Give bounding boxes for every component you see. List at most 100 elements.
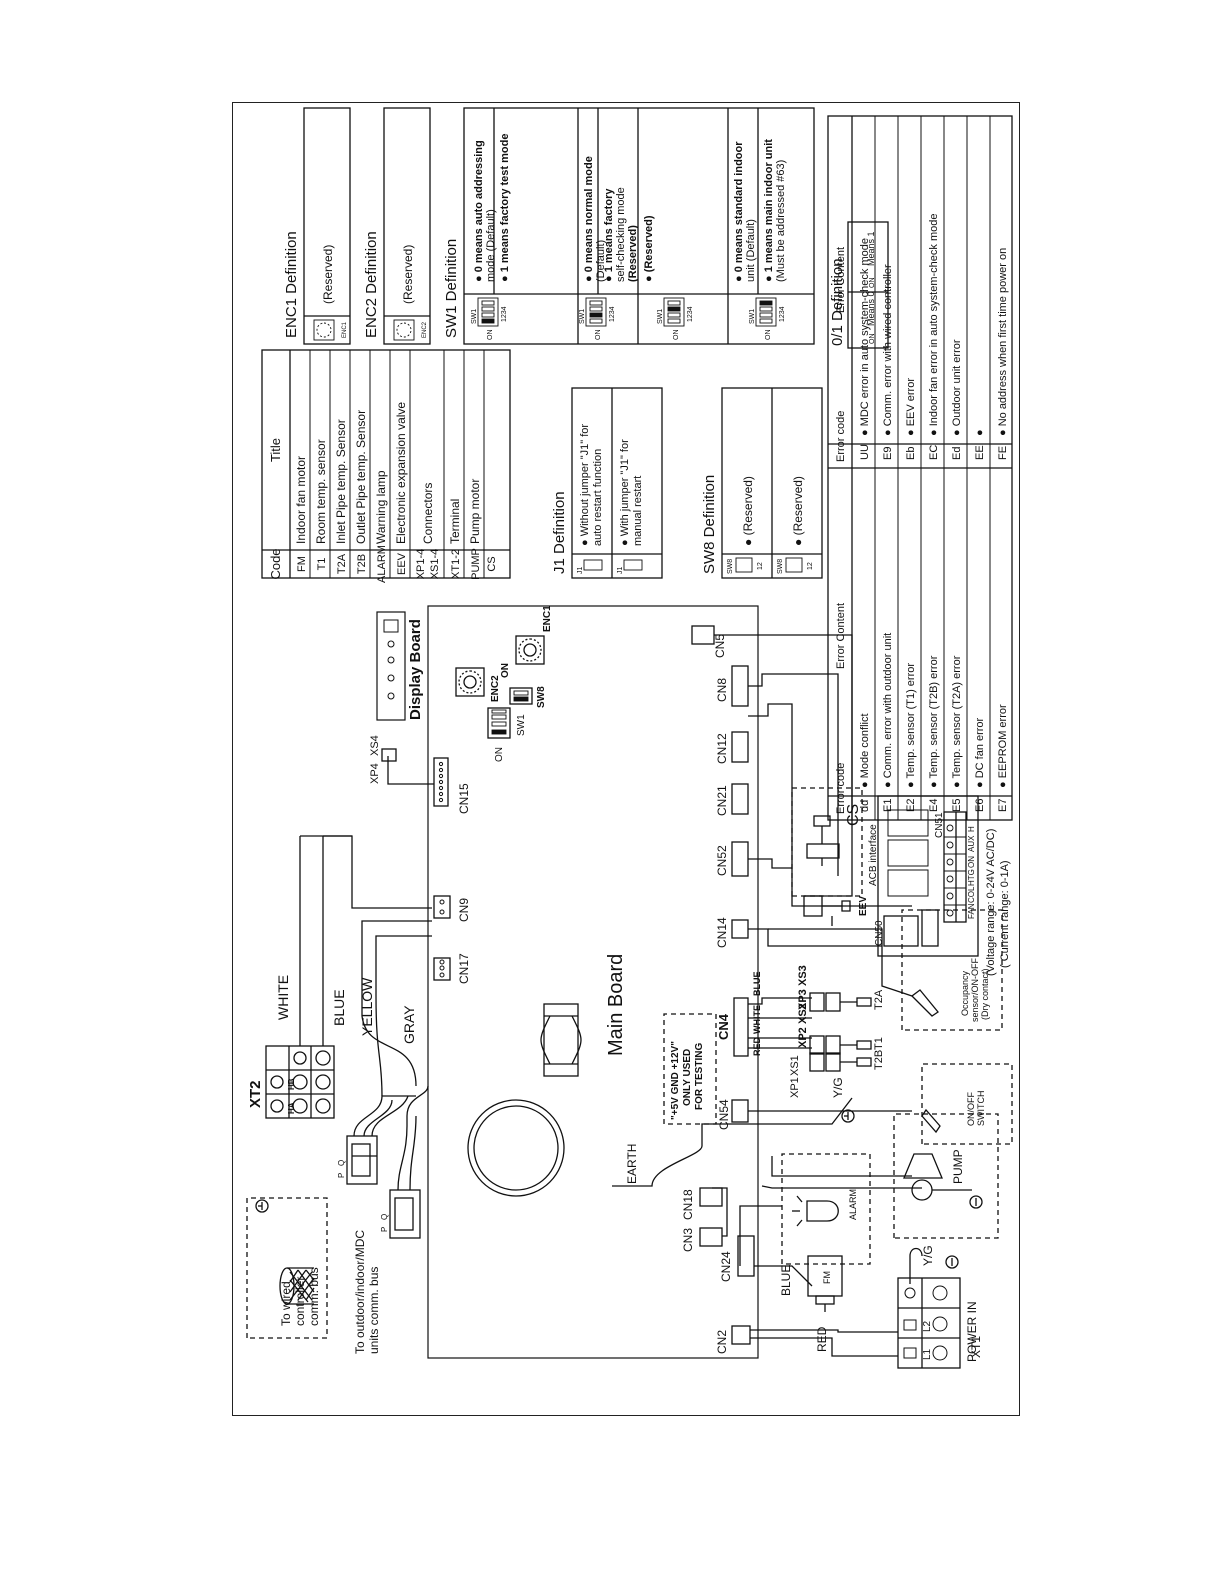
wire-red-label: RED: [752, 1036, 762, 1056]
on-board-label-1: ON: [500, 663, 511, 678]
cn5-label: CN5: [713, 634, 727, 658]
title-cell: Warning lamp: [374, 470, 388, 544]
sw8-switch-label: SW8: [777, 559, 784, 574]
onoff-line1: ON/OFF: [966, 1092, 976, 1126]
cn3-label: CN3: [681, 1228, 695, 1252]
code-cell: XT1-2: [450, 549, 462, 579]
error-content-cell: ●: [974, 429, 986, 436]
j1-row-text: ● Without jumper "J1" for: [579, 424, 591, 546]
cn18-label: CN18: [681, 1189, 695, 1220]
j1-jumper-icon: [583, 559, 603, 571]
code-cell: T2B: [356, 554, 368, 574]
eev-icon: [803, 895, 851, 926]
cs-box: [791, 787, 863, 897]
wired-controller-box: [246, 1197, 328, 1339]
blue-label: BLUE: [331, 989, 347, 1026]
voltage-note: (Voltage range: 0-24V AC/DC): [985, 829, 997, 976]
error-content-cell: ● Temp. sensor (T2B) error: [928, 655, 940, 788]
enc-icons: [313, 319, 415, 341]
error-content-header: Error Content: [835, 603, 847, 669]
main-board-label: Main Board: [605, 954, 627, 1056]
xt1-label: XT1: [969, 1336, 983, 1358]
error-content-cell: ● Temp. sensor (T2A) error: [951, 655, 963, 788]
main-board-outline: [427, 605, 759, 1359]
cn3-connector: [699, 1227, 723, 1247]
cs-label: CS: [845, 804, 862, 826]
cn51-col: COL: [967, 886, 976, 903]
code-cell: XS1-4: [429, 549, 441, 580]
ha-label: HA: [287, 1102, 296, 1114]
j1-row-text: ● With jumper "J1" for: [619, 439, 631, 546]
cs-valve-icon: [806, 815, 840, 866]
sw1-row-text: (Reserved): [627, 225, 639, 282]
error-code-cell: E4: [928, 799, 940, 812]
error-code-cell: dd: [859, 800, 871, 812]
sw1-on-label: ON: [595, 330, 602, 341]
sw1-switch-label: SW1: [749, 309, 756, 324]
sw1-switch-label: SW1: [657, 309, 664, 324]
xt2-terminal: [265, 1045, 335, 1119]
sw1-dip-icon: [663, 297, 685, 327]
outdoor-line2: units comm. bus: [367, 1267, 381, 1354]
title-header: Title: [268, 438, 283, 462]
testing-line1: "+5V GND +12V": [670, 1041, 681, 1120]
cn8-connector: [731, 665, 749, 707]
error-code-cell: E9: [882, 447, 894, 460]
sw1-row-text: ● (Reserved): [643, 215, 655, 282]
wired-line1: To wired: [279, 1281, 293, 1326]
sw1-row-text: mode (Default): [485, 209, 497, 282]
enc1-title: ENC1 Definition: [283, 231, 300, 338]
sw1-row-text: ● 0 means normal mode: [583, 156, 595, 282]
testing-line3: FOR TESTING: [694, 1043, 705, 1110]
error-code-cell: E5: [951, 799, 963, 812]
cn51-label: CN51: [934, 812, 945, 838]
cn9-connector: [433, 895, 451, 919]
cn54-label: CN54: [717, 1099, 731, 1130]
rotated-diagram: Main Board Display Board XP4 XS4 CN15 CN…: [232, 102, 1020, 1416]
comm-bus-cylinder-icon: [279, 1267, 315, 1305]
cn14-label: CN14: [715, 917, 729, 948]
alarm-lamp-icon: [792, 1195, 839, 1227]
sw8-pins-label: 12: [757, 562, 764, 570]
zero-one-means0: Means 0: [866, 291, 876, 326]
error-content-cell: ● Temp. sensor (T1) error: [905, 663, 917, 788]
yellow-label: YELLOW: [359, 977, 375, 1036]
title-cell: Electronic expansion valve: [394, 402, 408, 544]
cn50-connector: [921, 909, 939, 947]
onoff-switch-box: [921, 1063, 1013, 1145]
enc1-icon-label: ENC1: [342, 321, 348, 338]
fan-motor-icon: [807, 1255, 843, 1312]
comm-plug-1: [346, 1135, 378, 1185]
pump-box: [893, 1113, 999, 1239]
xp3-label: XP3: [797, 989, 809, 1010]
code-cell: FM: [296, 556, 308, 572]
code-header: Code: [268, 548, 283, 579]
title-cell: Connectors: [421, 483, 435, 544]
t2b-label: T2B: [873, 1050, 885, 1070]
sw1-row-text: ● 0 means auto addressing: [473, 140, 485, 282]
error-code-header: Error code: [835, 411, 847, 462]
title-cell: Pump motor: [468, 479, 482, 544]
eev-label: EEV: [858, 896, 869, 916]
yg-label-2: Y/G: [921, 1245, 935, 1266]
cn51-terminal: [943, 811, 967, 923]
sw1-pins-label: 1234: [779, 306, 786, 322]
cn2-label: CN2: [715, 1330, 729, 1354]
sw1-table: [463, 107, 815, 345]
cn21-label: CN21: [715, 785, 729, 816]
zero-one-on-1: ON: [869, 334, 876, 345]
wire-white-label: WHITE: [752, 1005, 762, 1034]
white-label: WHITE: [275, 975, 291, 1020]
zero-one-title: 0/1 Definition: [829, 258, 846, 346]
sw8-board-label: SW8: [536, 686, 547, 708]
error-content-cell: ● MDC error in auto system-check mode: [859, 238, 871, 436]
sw1-on-label: ON: [765, 330, 772, 341]
onoff-line2: SWITCH: [976, 1091, 986, 1127]
error-content-cell: ● Comm. error with outdoor unit: [882, 633, 894, 788]
xt2-screws: [270, 1050, 331, 1114]
enc2-box: [383, 107, 431, 345]
enc1-text: (Reserved): [321, 245, 335, 304]
error-code-cell: E1: [882, 799, 894, 812]
sw1-row-text: unit (Default): [745, 219, 757, 282]
sw1-title: SW1 Definition: [443, 239, 460, 338]
